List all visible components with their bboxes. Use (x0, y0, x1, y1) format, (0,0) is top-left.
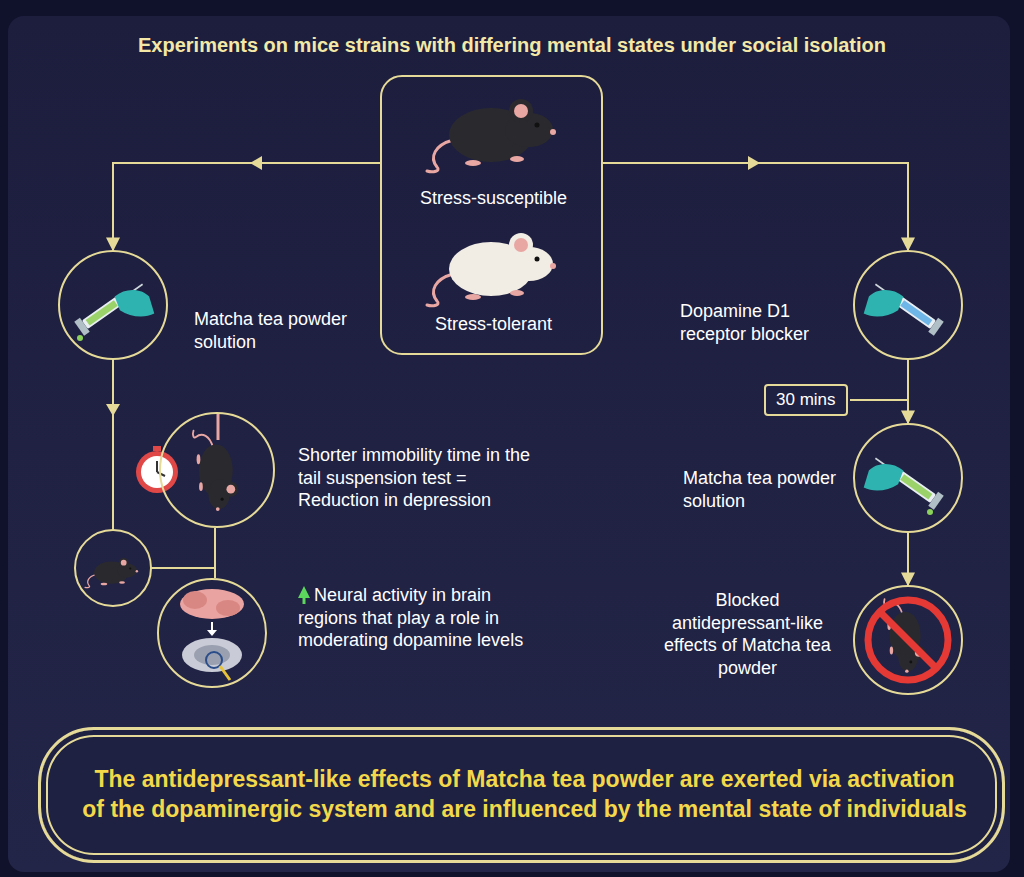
drawing-part (864, 451, 944, 509)
syringe-figure (864, 451, 944, 515)
node-label: Stress-susceptible (382, 187, 605, 210)
syringe-figure (864, 277, 944, 335)
drawing-part (8, 16, 1010, 872)
node-label: 30 mins (766, 386, 846, 413)
drawing-part (182, 638, 242, 672)
conclusion-band: The antidepressant-like effects of Match… (38, 727, 1005, 863)
result-circle: Blocked antidepressant-like effects of M… (853, 585, 963, 695)
drawing-part (864, 277, 944, 335)
drawing-part (136, 451, 178, 493)
connector (907, 360, 909, 423)
drawing-part (77, 335, 83, 341)
node-label: Shorter immobility time in the tail susp… (298, 444, 546, 512)
conclusion-text: The antidepressant-like effects of Match… (81, 765, 968, 825)
brain-figure (180, 589, 244, 680)
syringe-figure (74, 277, 154, 341)
drawing-part (206, 652, 222, 668)
drawing-part (156, 461, 158, 472)
node-label: Neural activity in brain regions that pl… (298, 584, 546, 652)
drawing-part (194, 645, 230, 665)
node-label: Dopamine D1 receptor blocker (680, 300, 840, 345)
drawing-part (927, 509, 933, 515)
connector (907, 533, 909, 585)
node-label: Matcha tea powder solution (194, 308, 364, 353)
result-circle: Neural activity in brain regions that pl… (157, 578, 267, 688)
drawing-part (220, 666, 230, 680)
step-circle: Matcha tea powder solution (853, 423, 963, 533)
node-label: Blocked antidepressant-like effects of M… (655, 589, 840, 679)
drawing-part (75, 530, 151, 606)
increase-arrow (298, 586, 310, 604)
drawing-part (153, 446, 161, 451)
mouse-circle (75, 530, 151, 606)
drawing-part (85, 558, 138, 588)
clock-icon (136, 446, 178, 493)
time-box: 30 mins (764, 384, 848, 416)
drawing-part (427, 99, 556, 172)
group-box: Stress-susceptibleStress-tolerant (380, 75, 603, 355)
drawing-part (427, 233, 556, 306)
node-label: Matcha tea powder solution (683, 467, 843, 512)
drawing-part (868, 600, 948, 680)
drawing-part (141, 456, 173, 488)
drawing-part (74, 277, 154, 335)
drawing-part (216, 600, 240, 616)
result-circle: Shorter immobility time in the tail susp… (159, 412, 275, 528)
step-circle: Matcha tea powder solution (58, 250, 168, 360)
connector (603, 163, 908, 250)
drawing-part (217, 414, 220, 440)
connector (113, 163, 380, 250)
flow-arrow (106, 156, 760, 530)
drawing-part (880, 612, 936, 668)
drawing-part (193, 431, 238, 511)
hanging-mouse (193, 414, 238, 511)
timer-line (850, 399, 908, 401)
connector (113, 360, 215, 568)
step-circle: Dopamine D1 receptor blocker (853, 250, 963, 360)
drawing-part (180, 589, 244, 619)
connector (113, 360, 215, 578)
drawing-part (207, 630, 217, 636)
node-label: Stress-tolerant (382, 313, 605, 336)
drawing-part (183, 591, 207, 609)
diagram-title: Experiments on mice strains with differi… (0, 34, 1024, 57)
blocked-icon (868, 599, 948, 680)
